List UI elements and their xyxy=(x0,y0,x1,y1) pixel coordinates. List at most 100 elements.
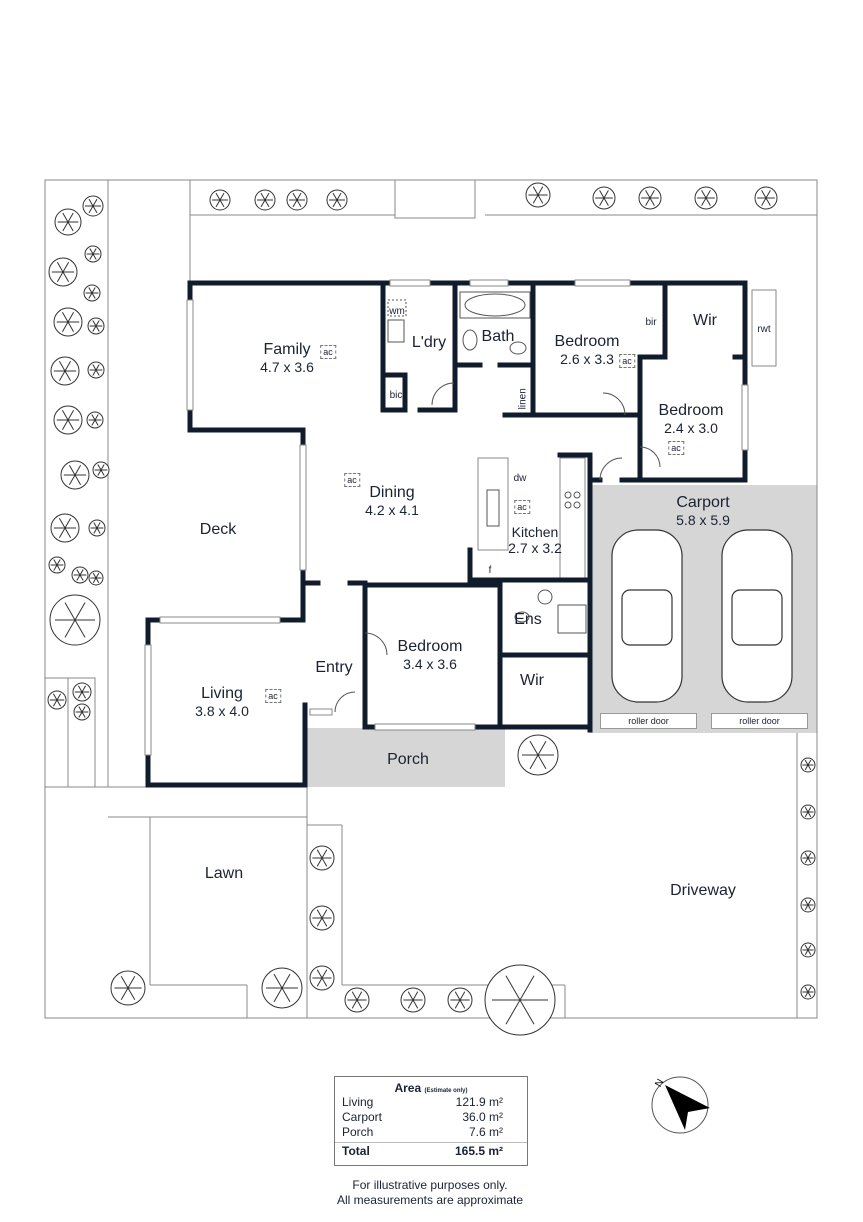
room-name: Bedroom xyxy=(658,402,724,419)
tree-branch xyxy=(529,740,539,756)
tree-branch xyxy=(292,199,298,208)
tree-branch xyxy=(321,857,328,867)
tree-branch xyxy=(649,197,655,206)
tree-branch xyxy=(62,221,69,232)
area-title: Area (Estimate only) xyxy=(335,1081,527,1095)
tree-branch xyxy=(459,991,466,1001)
tree-branch xyxy=(88,205,94,214)
ac-marker: ac xyxy=(668,441,684,455)
room-wir-2: Wir xyxy=(520,672,544,689)
tree-branch xyxy=(91,287,96,294)
tree-branch xyxy=(91,292,96,299)
tree-branch xyxy=(264,192,270,201)
tree-branch xyxy=(407,991,414,1001)
tree-branch xyxy=(336,192,342,201)
tree-branch xyxy=(92,369,97,376)
tree-branch xyxy=(120,987,129,1001)
tree-branch xyxy=(804,986,809,993)
area-total-row: Total 165.5 m² xyxy=(335,1142,527,1159)
tree-branch xyxy=(316,977,323,987)
tree-branch xyxy=(807,806,812,813)
tree-branch xyxy=(804,764,809,771)
tree-branch xyxy=(76,574,81,581)
tree-branch xyxy=(505,999,521,1025)
tree-branch xyxy=(92,248,97,255)
cars xyxy=(611,529,793,703)
tree-branch xyxy=(807,857,812,864)
tree-branch xyxy=(100,464,105,471)
tree-branch xyxy=(537,754,547,770)
windows xyxy=(144,279,749,756)
room-name: Kitchen xyxy=(511,524,559,540)
tree-branch xyxy=(273,973,283,989)
tree-branch xyxy=(705,190,711,199)
tree-branch xyxy=(761,197,767,206)
tree-branch xyxy=(95,320,100,327)
area-row-label: Carport xyxy=(342,1110,383,1124)
area-driveway: Driveway xyxy=(670,882,736,899)
tree-branch xyxy=(296,192,302,201)
room-name: Living xyxy=(201,685,243,702)
porch-area xyxy=(307,728,505,787)
tree-branch xyxy=(56,564,61,571)
tree-branch xyxy=(67,221,74,232)
area-total-label: Total xyxy=(342,1144,370,1158)
area-lawn: Lawn xyxy=(204,865,244,882)
fixture-linen: linen xyxy=(517,388,529,410)
tree-branch xyxy=(52,693,58,701)
compass: N xyxy=(651,1076,710,1134)
tree-branch xyxy=(52,699,58,707)
tree-branch xyxy=(351,999,358,1009)
room-bath: Bath xyxy=(481,328,515,345)
tree-branch xyxy=(61,410,69,421)
tree-branch xyxy=(92,364,97,371)
tree-branch xyxy=(96,527,101,534)
fixtures xyxy=(334,291,661,713)
tree-branch xyxy=(92,205,98,214)
tree-branch xyxy=(61,312,69,323)
tree-branch xyxy=(804,991,809,998)
tree-branch xyxy=(454,991,461,1001)
tree-branch xyxy=(459,999,466,1009)
tree-branch xyxy=(64,370,72,381)
tree-branch xyxy=(321,917,328,927)
tree-branch xyxy=(64,518,72,529)
tree-branch xyxy=(807,759,812,766)
tree-branch xyxy=(92,320,97,327)
area-total-value: 165.5 m² xyxy=(454,1144,503,1158)
ac-marker: ac xyxy=(344,473,360,487)
tree-branch xyxy=(64,361,72,372)
fixture-rwt: rwt xyxy=(757,324,771,335)
tree-branch xyxy=(93,527,98,534)
tree-branch xyxy=(804,904,809,911)
area-title-text: Area xyxy=(394,1081,422,1095)
tree-branch xyxy=(92,577,97,584)
room-dims: 4.7 x 3.6 xyxy=(260,359,314,376)
tree-branch xyxy=(95,325,100,332)
tree-branch xyxy=(761,190,767,199)
tree-branch xyxy=(74,602,86,621)
tree-branch xyxy=(454,999,461,1009)
tree-branch xyxy=(219,199,225,208)
tree-branch xyxy=(120,975,129,989)
tree-branch xyxy=(91,414,96,421)
area-row-label: Porch xyxy=(342,1125,374,1139)
tree-branch xyxy=(519,999,535,1025)
tree-branch xyxy=(81,711,86,718)
tree-branch xyxy=(807,899,812,906)
fixture-wm: wm xyxy=(389,306,405,317)
room-dims: 2.6 x 3.3 xyxy=(560,351,614,368)
tree-branch xyxy=(599,197,605,206)
tree-branch xyxy=(645,197,651,206)
tree-branch xyxy=(67,419,75,430)
tree-branch xyxy=(127,975,136,989)
tree-branch xyxy=(505,975,521,1001)
